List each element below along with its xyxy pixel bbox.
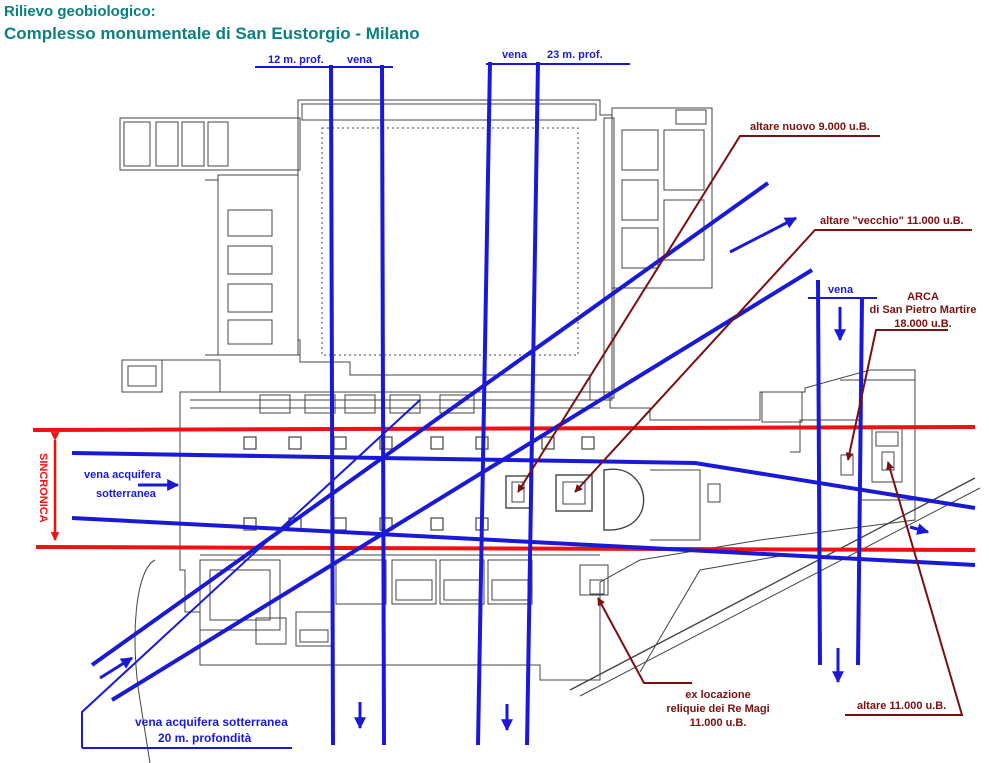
label-vena-a: vena [347,54,373,66]
road-edge [569,477,976,691]
vertical-vein-east-1 [816,279,822,666]
arca-marker [840,454,854,476]
callout-altare-nuovo [517,135,880,493]
label-altare-right: altare 11.000 u.B. [857,700,946,712]
flow-arrows [99,216,930,732]
label-vena-b: vena [502,49,528,61]
label-re-magi-3: 11.000 u.B. [690,717,747,729]
label-vena-sotterranea-1: vena acquifera sotterranea [135,715,288,729]
horizontal-vein-lower [71,516,976,567]
vertical-vein-east-2 [856,297,864,666]
label-23m-prof: 23 m. prof. [547,49,603,61]
floor-plan [119,99,981,763]
cloister-courtyard [321,127,579,356]
diagonal-vein-3 [81,399,421,748]
altar-old-plinth [555,474,593,512]
west-wing [217,174,299,356]
label-arca-2: di San Pietro Martire [870,304,977,316]
sincronica-line-bottom [35,545,976,552]
ne-building [611,107,713,289]
label-vena-sotterranea-2: 20 m. profondità [158,731,252,745]
nw-building [119,117,301,171]
vertical-vein-a [380,64,386,746]
label-re-magi-1: ex locazione [685,689,750,701]
label-vena-acquifera-1: vena acquifera [84,469,162,481]
north-chapels [259,394,475,414]
vertical-vein-23m [525,61,540,746]
callout-altare-right [845,461,964,716]
vertical-vein-12m [329,64,335,746]
callout-re-magi [597,597,692,684]
label-sincronica: SINCRONICA [37,453,49,523]
south-chapels [199,554,600,647]
sincronica-lines [32,425,976,552]
title-line-1: Rilievo geobiologico: [4,3,156,20]
vertical-vein-b [476,61,492,746]
water-veins [71,61,976,749]
label-arca-1: ARCA [907,291,939,303]
label-12m-prof: 12 m. prof. [268,54,324,66]
callout-arca [845,329,948,461]
title-line-2: Complesso monumentale di San Eustorgio -… [4,24,420,43]
sincronica-line-top [32,425,976,432]
church-outline [179,369,916,681]
label-altare-vecchio: altare "vecchio" 11.000 u.B. [820,215,964,227]
flow-arrow-right [909,523,930,535]
flow-arrow-sw [99,656,134,680]
callout-altare-vecchio [574,229,972,493]
apse [603,468,645,531]
label-arca-3: 18.000 u.B. [894,318,951,330]
label-altare-nuovo: altare nuovo 9.000 u.B. [750,121,870,133]
nave-columns [243,436,595,531]
diagonal-vein-2 [110,268,814,702]
flow-arrow-ne [729,216,798,254]
label-vena-acquifera-2: sotterranea [96,488,157,500]
label-re-magi-2: reliquie dei Re Magi [666,703,769,715]
callouts [517,135,972,716]
label-vena-c: vena [828,284,854,296]
horizontal-vein-upper [71,451,976,510]
diagonal-vein-1 [90,181,770,667]
